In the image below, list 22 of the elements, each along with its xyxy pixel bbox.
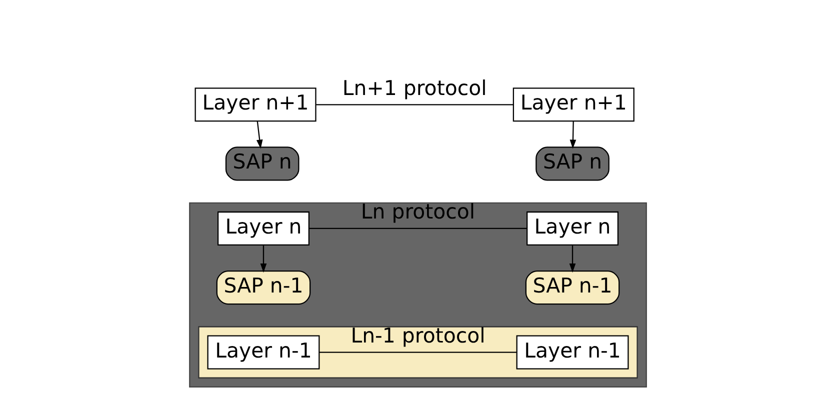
- node-box: SAP n: [535, 146, 609, 181]
- cluster: [198, 326, 638, 378]
- node-box: Layer n: [526, 211, 618, 246]
- edge-label: Ln+1 protocol: [342, 76, 486, 100]
- node-box: SAP n-1: [216, 270, 310, 305]
- connector: [308, 228, 526, 230]
- arrow: [256, 121, 262, 149]
- connector: [316, 104, 513, 106]
- arrow: [260, 245, 266, 273]
- node-box: Layer n+1: [194, 88, 316, 122]
- node-box: SAP n: [224, 146, 299, 181]
- edge-label: Ln-1 protocol: [350, 324, 485, 348]
- node-box: Layer n-1: [516, 335, 628, 370]
- node-box: Layer n: [216, 211, 309, 246]
- edge-label: Ln protocol: [360, 200, 475, 224]
- arrow: [568, 245, 576, 273]
- arrow: [569, 121, 576, 149]
- cluster: [188, 202, 646, 388]
- node-box: Layer n+1: [512, 88, 634, 122]
- node-box: SAP n-1: [524, 270, 620, 305]
- connector: [318, 352, 516, 353]
- node-box: Layer n-1: [206, 335, 320, 370]
